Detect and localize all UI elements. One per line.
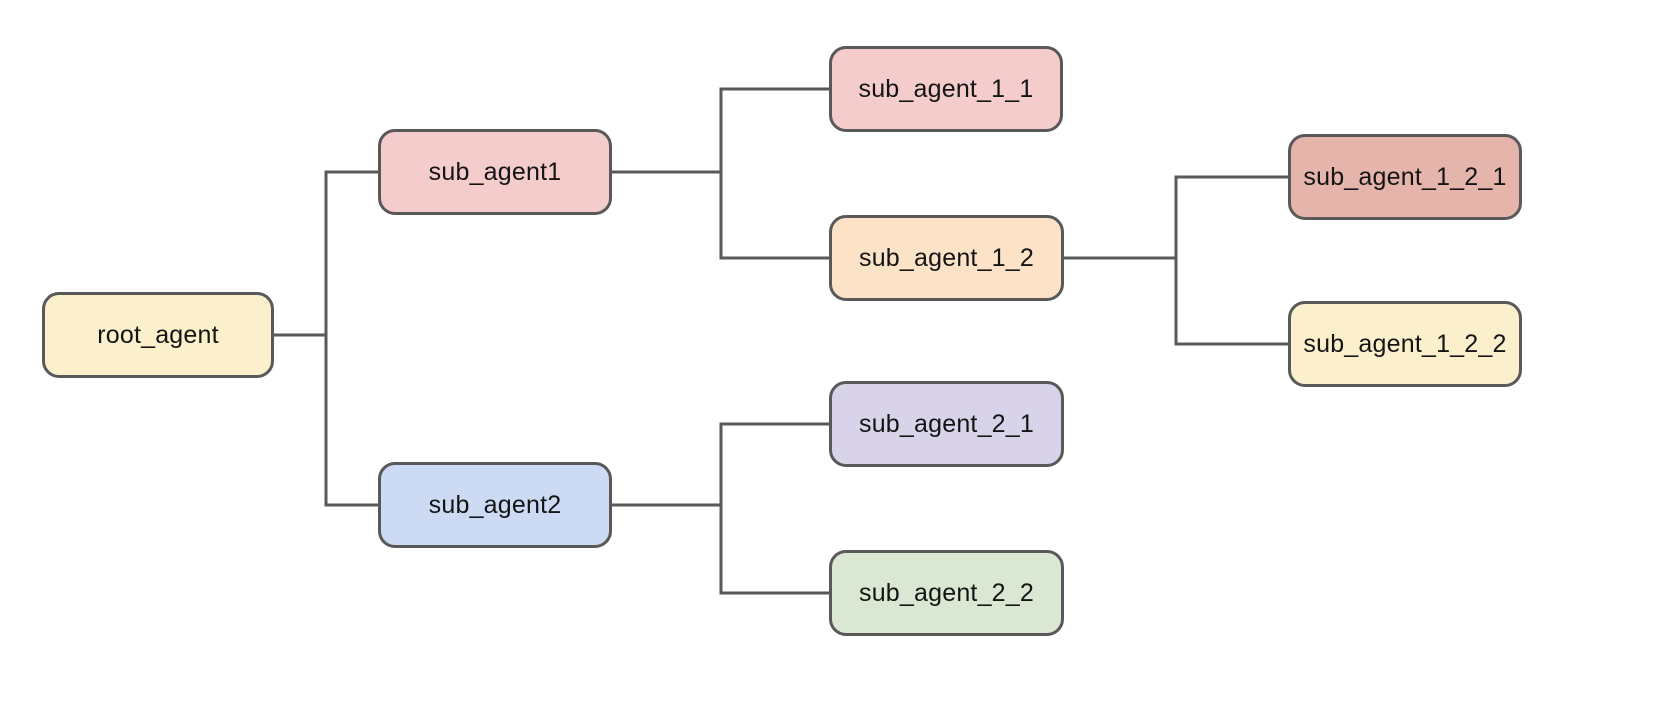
node-label: sub_agent_1_1 — [858, 74, 1034, 103]
edge-sub_agent1-to-sub_agent_1_1 — [612, 87, 829, 174]
edge-sub_agent2-to-sub_agent_2_2 — [612, 503, 829, 595]
node-label: sub_agent_1_2_2 — [1303, 329, 1507, 358]
node-label: sub_agent_2_2 — [859, 578, 1034, 607]
node-label: sub_agent2 — [428, 490, 562, 519]
node-sub_agent1: sub_agent1 — [378, 129, 612, 215]
node-sub_agent_1_2_1: sub_agent_1_2_1 — [1288, 134, 1522, 220]
node-sub_agent2: sub_agent2 — [378, 462, 612, 548]
node-label: sub_agent_1_2_1 — [1303, 162, 1507, 191]
edge-root_agent-to-sub_agent1 — [274, 170, 378, 337]
node-label: sub_agent_1_2 — [859, 243, 1034, 272]
node-label: root_agent — [97, 320, 219, 349]
edge-sub_agent_1_2-to-sub_agent_1_2_2 — [1064, 256, 1288, 346]
node-sub_agent_1_1: sub_agent_1_1 — [829, 46, 1063, 132]
edge-root_agent-to-sub_agent2 — [274, 333, 378, 507]
node-sub_agent_1_2_2: sub_agent_1_2_2 — [1288, 301, 1522, 387]
node-root_agent: root_agent — [42, 292, 274, 378]
node-label: sub_agent1 — [428, 157, 562, 186]
node-sub_agent_1_2: sub_agent_1_2 — [829, 215, 1064, 301]
node-label: sub_agent_2_1 — [859, 409, 1034, 438]
edge-sub_agent1-to-sub_agent_1_2 — [612, 170, 829, 260]
node-sub_agent_2_2: sub_agent_2_2 — [829, 550, 1064, 636]
edge-sub_agent_1_2-to-sub_agent_1_2_1 — [1064, 175, 1288, 260]
node-sub_agent_2_1: sub_agent_2_1 — [829, 381, 1064, 467]
edge-sub_agent2-to-sub_agent_2_1 — [612, 422, 829, 507]
